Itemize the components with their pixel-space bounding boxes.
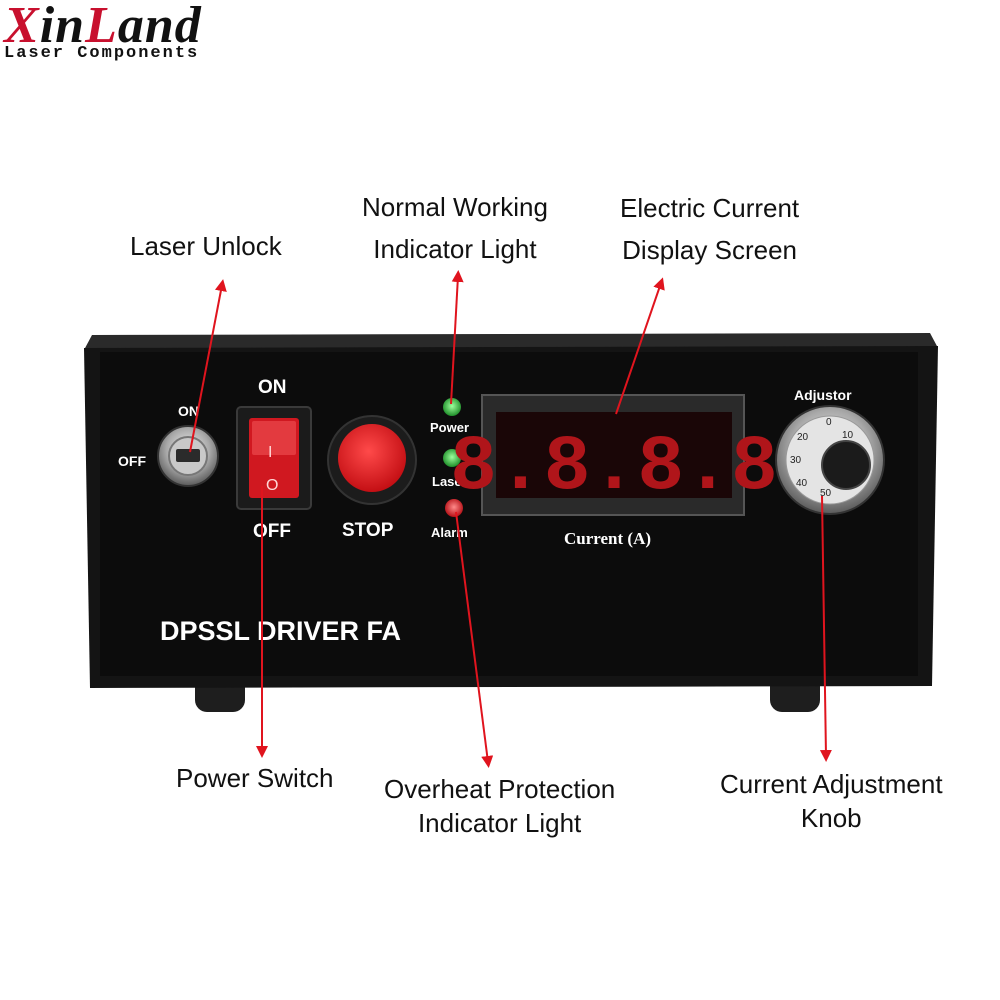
- power-switch[interactable]: [249, 418, 299, 498]
- alarm-led-label: Alarm: [431, 525, 468, 540]
- model-label: DPSSL DRIVER FA: [160, 616, 401, 646]
- dial-number-10: 10: [842, 430, 854, 441]
- laser-led: [443, 449, 461, 467]
- current-display-screen: [496, 412, 732, 498]
- callout-current-adjustment-knob: Current Adjustment Knob: [720, 769, 943, 833]
- alarm-led: [445, 499, 463, 517]
- dial-number-30: 30: [790, 455, 802, 466]
- callout-overheat-protection: Overheat Protection Indicator Light: [384, 774, 616, 838]
- dial-number-50: 50: [820, 488, 832, 499]
- power-off-label: OFF: [253, 521, 291, 542]
- current-display-caption: Current (A): [564, 529, 651, 548]
- key-switch[interactable]: [157, 425, 219, 487]
- stop-button[interactable]: [338, 424, 406, 492]
- dial-number-20: 20: [797, 432, 809, 443]
- arrow-laser-unlock: [189, 279, 227, 453]
- callout-electric-current-display: Electric Current Display Screen: [620, 193, 800, 265]
- arrow-normal-working: [450, 270, 464, 405]
- power-on-label: ON: [258, 377, 287, 398]
- power-led: [443, 398, 461, 416]
- callout-laser-unlock: Laser Unlock: [130, 231, 282, 261]
- dial-number-0: 0: [826, 417, 832, 428]
- arrow-electric-current: [615, 277, 665, 415]
- key-on-label: ON: [178, 403, 199, 419]
- callout-power-switch: Power Switch: [176, 763, 334, 793]
- power-led-label: Power: [430, 420, 469, 435]
- current-adjust-knob[interactable]: [821, 440, 871, 490]
- arrow-current-knob: [819, 495, 832, 762]
- brand-logo: XinLand: [4, 0, 202, 54]
- arrow-overheat: [455, 511, 494, 768]
- key-off-label: OFF: [118, 453, 146, 469]
- power-switch-symbol-on: I: [268, 444, 272, 461]
- brand-tagline: Laser Components: [4, 44, 200, 63]
- current-display-digits: 8.8.8.8: [450, 424, 778, 512]
- callout-normal-working-indicator: Normal Working Indicator Light: [362, 192, 548, 264]
- stop-label: STOP: [342, 520, 394, 541]
- adjustor-label: Adjustor: [794, 387, 852, 403]
- laser-led-label: Laser: [432, 474, 467, 489]
- dial-number-40: 40: [796, 478, 808, 489]
- power-switch-symbol-off: O: [266, 477, 278, 494]
- device-top-lip: [84, 333, 938, 350]
